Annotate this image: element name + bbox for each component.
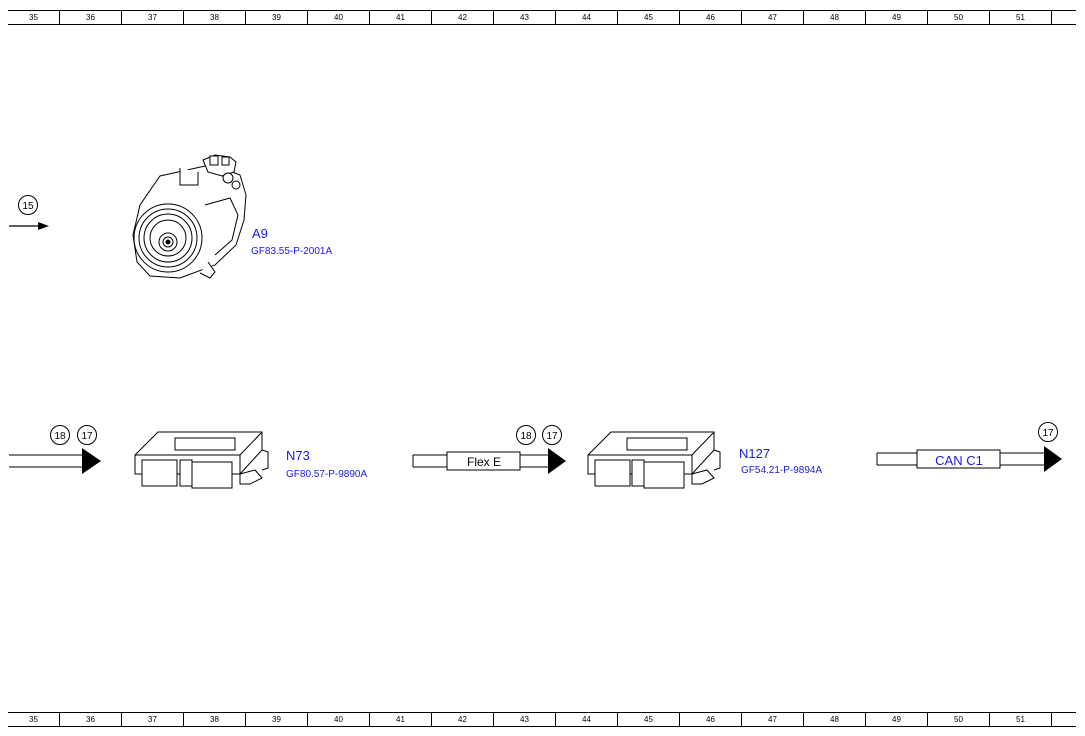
ruler-column-48: 48 <box>804 713 866 726</box>
flex-e-bus <box>412 448 566 474</box>
ruler-column-42: 42 <box>432 713 494 726</box>
ruler-column-50: 50 <box>928 11 990 24</box>
svg-text:17: 17 <box>1042 428 1054 439</box>
ruler-column-35: 35 <box>8 11 60 24</box>
ruler-column-36: 36 <box>60 713 122 726</box>
n127-ref-label: N127 <box>739 446 770 461</box>
a9-ref-label: A9 <box>252 226 268 241</box>
ruler-column-50: 50 <box>928 713 990 726</box>
ruler-column-47: 47 <box>742 713 804 726</box>
ruler-column-40: 40 <box>308 713 370 726</box>
ref-marker-17-left[interactable]: 17 <box>77 425 97 445</box>
ruler-column-37: 37 <box>122 713 184 726</box>
ruler-column-51: 51 <box>990 713 1052 726</box>
bus-arrow-left <box>9 448 101 474</box>
ruler-column-40: 40 <box>308 11 370 24</box>
can-c1-label: CAN C1 <box>935 453 983 468</box>
ruler-column-35: 35 <box>8 713 60 726</box>
ruler-column-41: 41 <box>370 11 432 24</box>
ruler-column-49: 49 <box>866 713 928 726</box>
ruler-column-45: 45 <box>618 11 680 24</box>
ruler-column-44: 44 <box>556 713 618 726</box>
n73-doc-link[interactable]: GF80.57-P-9890A <box>286 469 367 480</box>
svg-text:17: 17 <box>81 431 93 442</box>
ruler-column-46: 46 <box>680 11 742 24</box>
ruler-column-39: 39 <box>246 11 308 24</box>
flex-e-label: Flex E <box>467 455 501 469</box>
ruler-column-38: 38 <box>184 11 246 24</box>
ruler-column-37: 37 <box>122 11 184 24</box>
can-c1-bus <box>876 446 1062 472</box>
svg-text:17: 17 <box>546 431 558 442</box>
n127-module-icon[interactable] <box>587 431 721 489</box>
ruler-column-45: 45 <box>618 713 680 726</box>
ruler-column-38: 38 <box>184 713 246 726</box>
svg-text:18: 18 <box>520 431 532 442</box>
ruler-column-43: 43 <box>494 713 556 726</box>
ruler-column-36: 36 <box>60 11 122 24</box>
ruler-column-41: 41 <box>370 713 432 726</box>
ruler-column-48: 48 <box>804 11 866 24</box>
ref-marker-18-mid[interactable]: 18 <box>516 425 536 445</box>
ref-marker-15[interactable]: 15 <box>18 195 38 215</box>
ref-marker-17-mid[interactable]: 17 <box>542 425 562 445</box>
ruler-column-47: 47 <box>742 11 804 24</box>
signal-arrow-15 <box>9 222 49 230</box>
ref-marker-17-right[interactable]: 17 <box>1038 422 1058 442</box>
ruler-column-51: 51 <box>990 11 1052 24</box>
a9-doc-link[interactable]: GF83.55-P-2001A <box>251 246 332 257</box>
ruler-column-43: 43 <box>494 11 556 24</box>
ruler-column-49: 49 <box>866 11 928 24</box>
ref-marker-18-left[interactable]: 18 <box>50 425 70 445</box>
ruler-column-46: 46 <box>680 713 742 726</box>
svg-text:15: 15 <box>22 201 34 212</box>
ruler-column-44: 44 <box>556 11 618 24</box>
ruler-column-39: 39 <box>246 713 308 726</box>
a9-compressor-icon[interactable] <box>132 154 247 279</box>
n73-module-icon[interactable] <box>134 431 269 489</box>
svg-text:18: 18 <box>54 431 66 442</box>
n127-doc-link[interactable]: GF54.21-P-9894A <box>741 465 822 476</box>
ruler-column-42: 42 <box>432 11 494 24</box>
n73-ref-label: N73 <box>286 448 310 463</box>
